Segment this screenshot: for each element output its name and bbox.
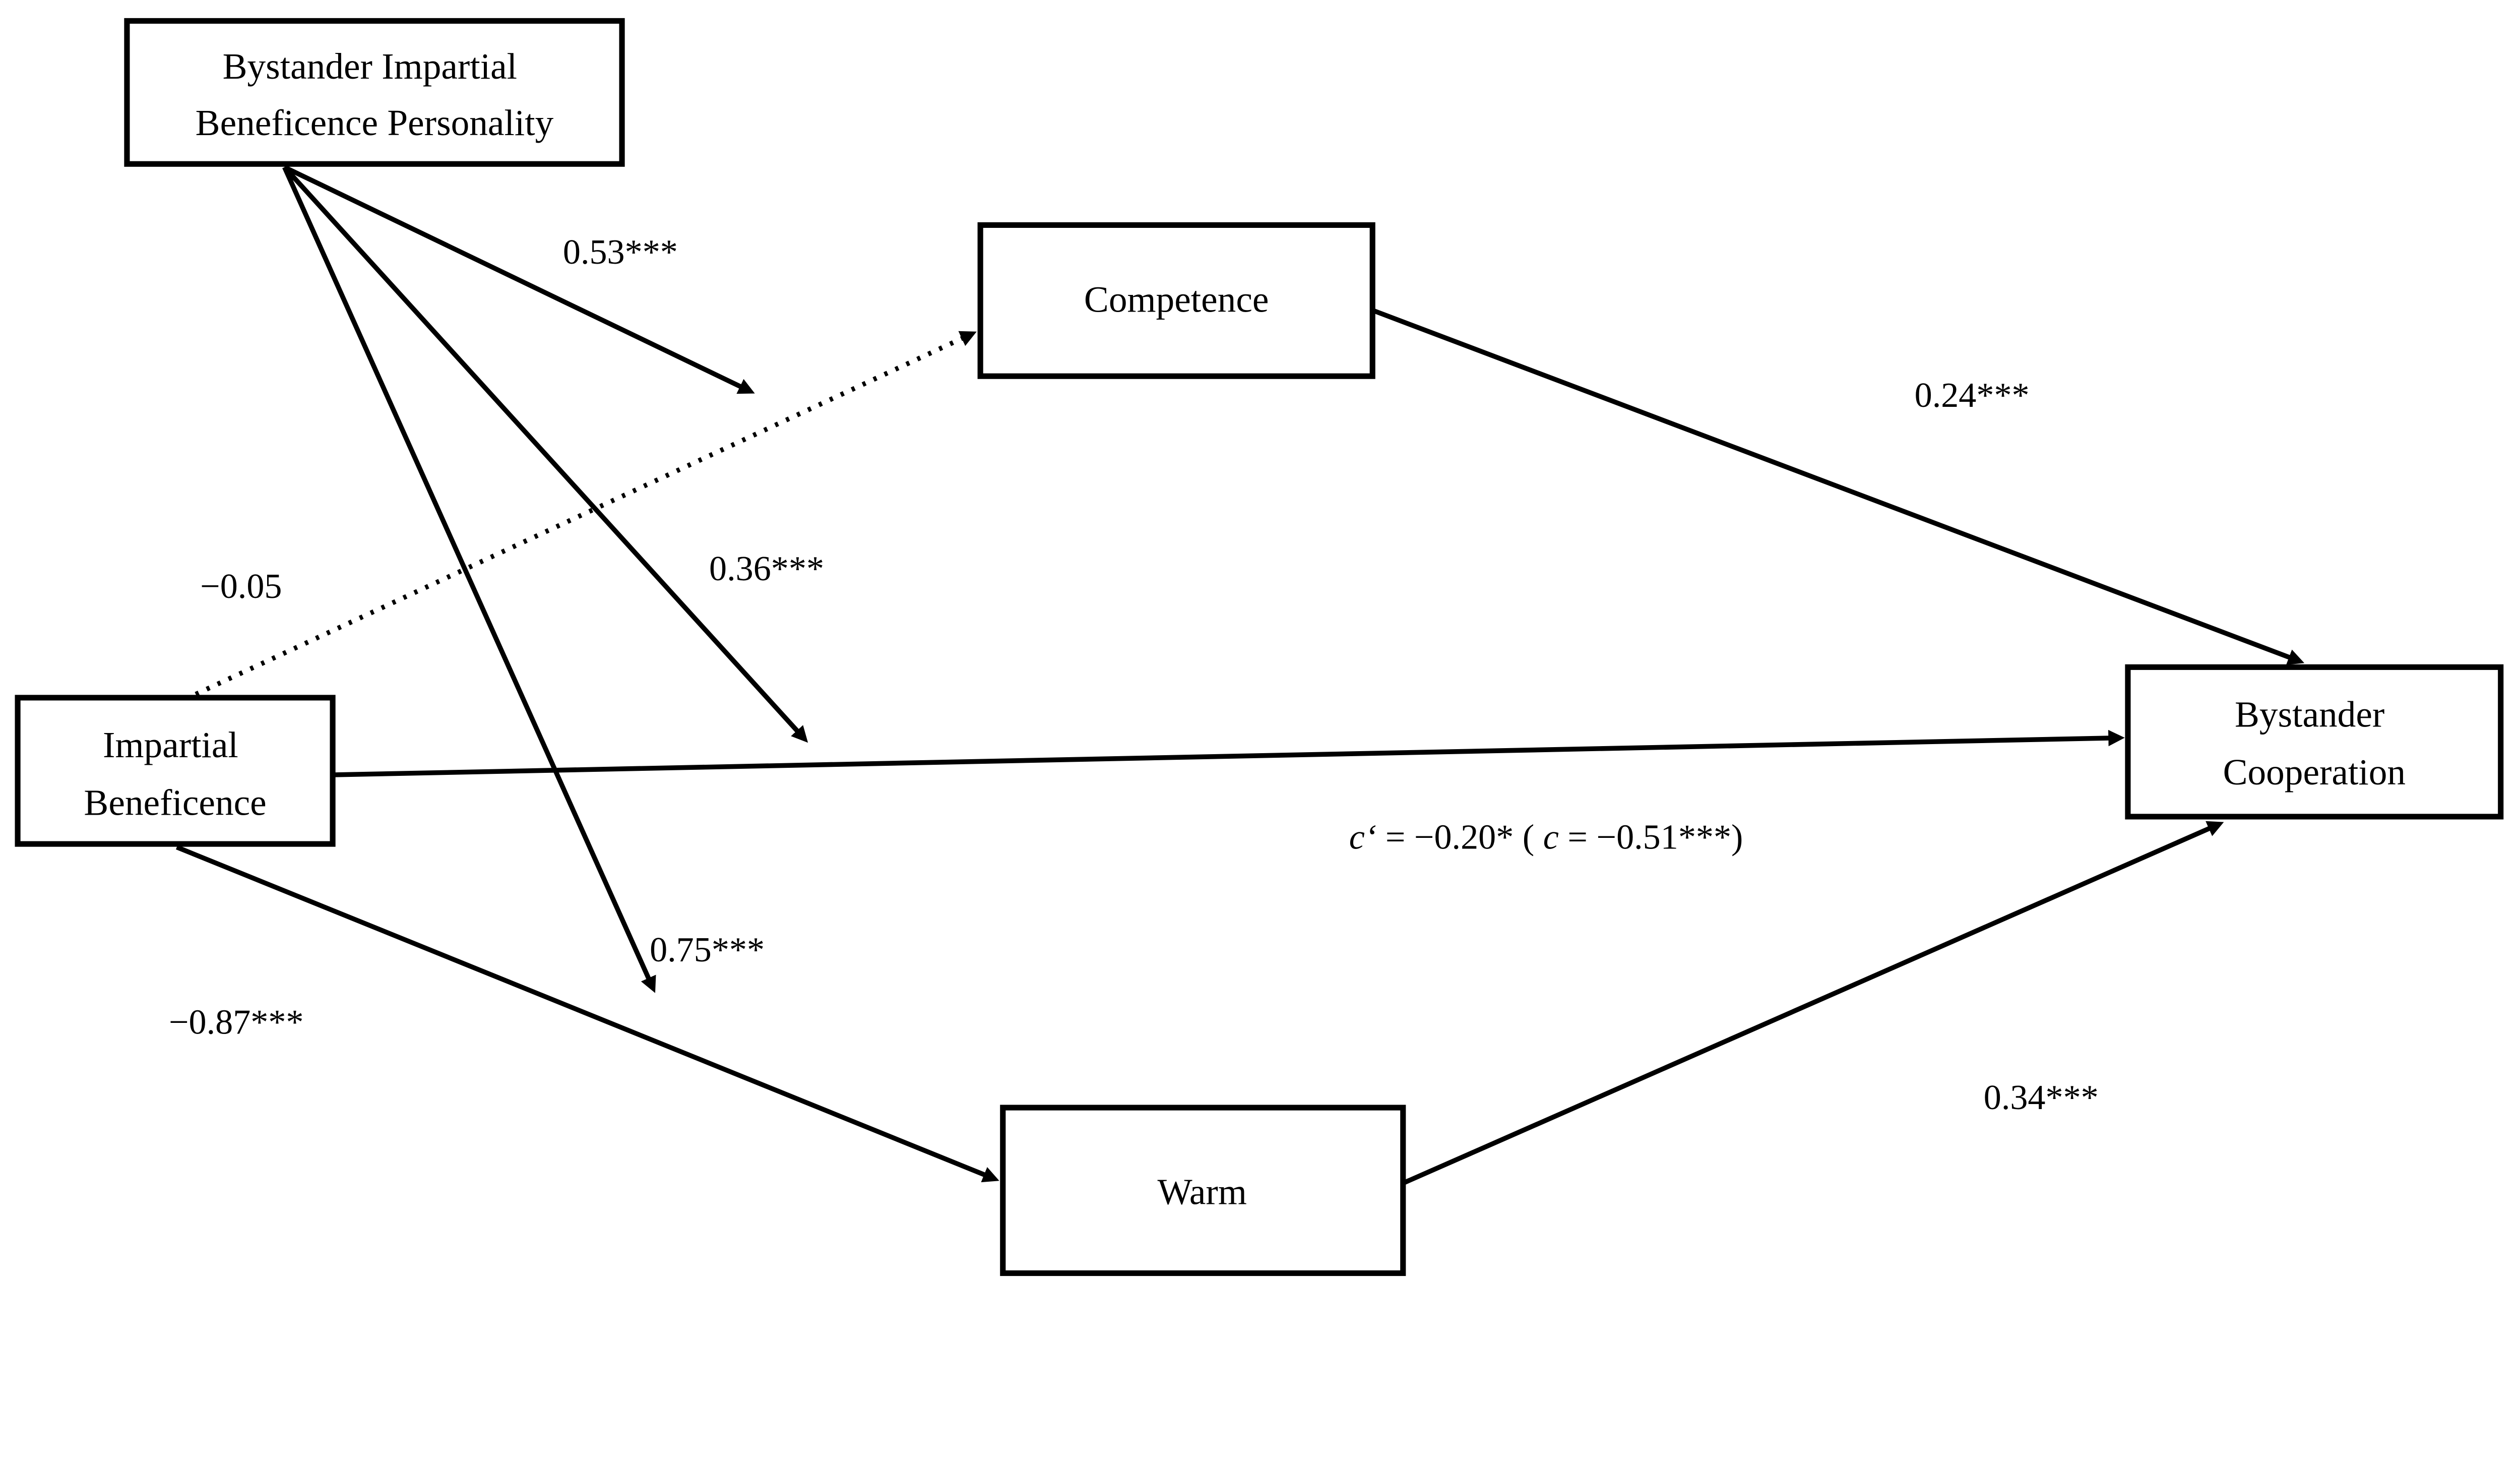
node-bystander-cooperation: Bystander Cooperation bbox=[2125, 664, 2504, 820]
personality-box-label: Bystander Impartial Beneficence Personal… bbox=[196, 46, 554, 143]
competence-box bbox=[977, 222, 1375, 379]
coefficient-direct-effect: c‘ = −0.20* ( c = −0.51***) bbox=[1349, 818, 1743, 857]
personality-box bbox=[124, 18, 625, 167]
coefficient-warm-cooperation: 0.34*** bbox=[1984, 1078, 2099, 1117]
edge-impartial-beneficence-to-cooperation-arrow bbox=[332, 729, 2125, 777]
edge-personality-to-direct-path-arrow bbox=[282, 165, 808, 743]
warm-box bbox=[1000, 1105, 1406, 1276]
bystander-cooperation-box bbox=[2125, 664, 2504, 820]
node-competence: Competence bbox=[977, 222, 1375, 379]
direct-effect-c-prime-symbol: c‘ bbox=[1349, 818, 1377, 857]
edge-personality-to-warm-path-arrow bbox=[282, 166, 656, 993]
figure-container: 0.53*** 0.36*** 0.75*** −0.05 c‘ = −0.20… bbox=[15, 18, 2504, 1276]
edge-warm-to-cooperation-arrow bbox=[1402, 821, 2224, 1186]
coefficient-ib-warm: −0.87*** bbox=[169, 1002, 304, 1042]
coefficient-competence-cooperation: 0.24*** bbox=[1915, 376, 2030, 415]
edge-personality-to-competence-path-arrow bbox=[283, 165, 755, 394]
node-bystander-impartial-beneficence-personality: Bystander Impartial Beneficence Personal… bbox=[124, 18, 625, 167]
path-diagram: 0.53*** 0.36*** 0.75*** −0.05 c‘ = −0.20… bbox=[15, 18, 2504, 1276]
edge-impartial-beneficence-to-competence-arrow bbox=[183, 331, 977, 702]
total-effect-c-value: = −0.51***) bbox=[1567, 818, 1743, 857]
node-impartial-beneficence: Impartial Beneficence bbox=[15, 695, 336, 847]
coefficient-personality-competence-path: 0.53*** bbox=[563, 232, 678, 272]
total-effect-c-symbol: c bbox=[1543, 818, 1559, 857]
coefficient-personality-direct-path: 0.36*** bbox=[709, 549, 824, 588]
impartial-beneficence-box bbox=[15, 695, 336, 847]
coefficient-personality-warm-path: 0.75*** bbox=[650, 930, 765, 969]
direct-effect-c-prime-value: = −0.20* ( bbox=[1385, 818, 1534, 857]
competence-box-label: Competence bbox=[1084, 279, 1269, 320]
impartial-beneficence-box-label: Impartial Beneficence bbox=[84, 724, 266, 823]
warm-box-label: Warm bbox=[1158, 1171, 1247, 1212]
node-warm: Warm bbox=[1000, 1105, 1406, 1276]
bystander-cooperation-box-label: Bystander Cooperation bbox=[2223, 694, 2406, 792]
coefficient-ib-competence: −0.05 bbox=[200, 567, 282, 606]
edge-impartial-beneficence-to-warm-arrow bbox=[175, 845, 999, 1183]
edge-competence-to-cooperation-arrow bbox=[1371, 308, 2305, 665]
